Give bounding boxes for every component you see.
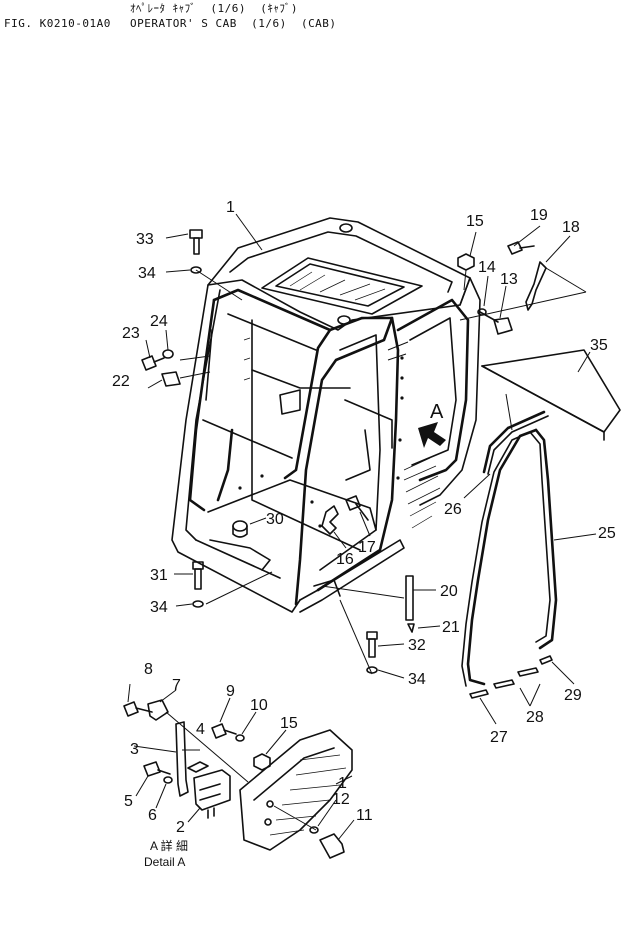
callout-25: 25 — [598, 525, 616, 542]
callout-22: 22 — [112, 373, 130, 390]
callout-5: 5 — [124, 793, 133, 810]
part-35-panel — [481, 349, 621, 433]
part-20-rod — [321, 575, 436, 621]
part-27-strip — [469, 689, 489, 699]
callout-7: 7 — [172, 677, 181, 694]
part-21-pin — [407, 623, 415, 633]
part-26-seal — [482, 410, 546, 474]
leader-18 — [545, 267, 587, 293]
part-28-strips — [493, 667, 539, 689]
part-32-bolt — [339, 599, 378, 675]
leader-35 — [505, 393, 513, 431]
leader-24 — [179, 355, 211, 361]
view-arrow-icon — [418, 422, 446, 448]
header-japanese-title: ｵﾍﾟﾚｰﾀ ｷｬﾌﾞ (1/6) (ｷｬﾌﾞ) — [130, 2, 298, 15]
part-31-bolt — [192, 561, 273, 608]
callout-13: 13 — [500, 271, 518, 288]
callout-8: 8 — [144, 661, 153, 678]
view-marker-a: A — [430, 401, 444, 423]
callout-3: 3 — [130, 741, 139, 758]
part-17-bolt — [345, 495, 369, 521]
part-23-bolt — [141, 355, 165, 371]
callout-15-detail: 15 — [280, 715, 298, 732]
part-18-bracket — [525, 261, 547, 311]
callout-23: 23 — [122, 325, 140, 342]
callout-35: 35 — [590, 337, 608, 354]
part-22-nut — [161, 371, 181, 387]
callout-11: 11 — [356, 807, 373, 824]
callout-31: 31 — [150, 567, 168, 584]
callout-20: 20 — [440, 583, 458, 600]
callout-34-top: 34 — [138, 265, 156, 282]
callout-14: 14 — [478, 259, 496, 276]
callout-29: 29 — [564, 687, 582, 704]
part-19-bolt — [507, 241, 535, 255]
callout-1: 1 — [226, 199, 235, 216]
callout-32: 32 — [408, 637, 426, 654]
part-24-washer — [162, 349, 174, 359]
cab-body: A — [171, 217, 481, 613]
callout-26: 26 — [444, 501, 462, 518]
leader-lines — [127, 213, 597, 841]
callout-16: 16 — [336, 551, 354, 568]
callout-28: 28 — [526, 709, 544, 726]
callout-15-top: 15 — [466, 213, 484, 230]
callout-19: 19 — [530, 207, 548, 224]
callout-21: 21 — [442, 619, 460, 636]
leader-18b — [459, 291, 587, 321]
header-english-title: OPERATOR' S CAB (1/6) (CAB) — [130, 17, 337, 30]
callout-34-mid: 34 — [150, 599, 168, 616]
callout-33: 33 — [136, 231, 154, 248]
part-29-strip — [539, 655, 553, 665]
callout-6: 6 — [148, 807, 157, 824]
callout-24: 24 — [150, 313, 168, 330]
callout-30: 30 — [266, 511, 284, 528]
callout-2: 2 — [176, 819, 185, 836]
part-13-bolt — [479, 311, 513, 335]
detail-label-japanese: A 詳 細 — [150, 838, 188, 853]
callout-10: 10 — [250, 697, 268, 714]
callout-1-detail: 1 — [338, 775, 347, 792]
callout-27: 27 — [490, 729, 508, 746]
callout-labels: 1 33 34 15 19 18 14 13 24 23 22 35 25 26… — [112, 199, 616, 836]
part-30-plug — [232, 520, 248, 538]
detail-label-english: Detail A — [144, 855, 185, 869]
leader-22 — [179, 371, 211, 379]
part-16-clip — [321, 505, 339, 535]
figure-id: FIG. K0210-01A0 — [4, 17, 111, 30]
part-25-seal — [534, 428, 558, 650]
callout-34-bottom: 34 — [408, 671, 426, 688]
callout-17: 17 — [358, 539, 376, 556]
part-15-nut — [457, 253, 475, 291]
callout-4: 4 — [196, 721, 205, 738]
detail-a-drawing — [123, 699, 353, 859]
part-33-bolt — [189, 229, 243, 301]
callout-9: 9 — [226, 683, 235, 700]
callout-18: 18 — [562, 219, 580, 236]
callout-12: 12 — [332, 791, 350, 808]
